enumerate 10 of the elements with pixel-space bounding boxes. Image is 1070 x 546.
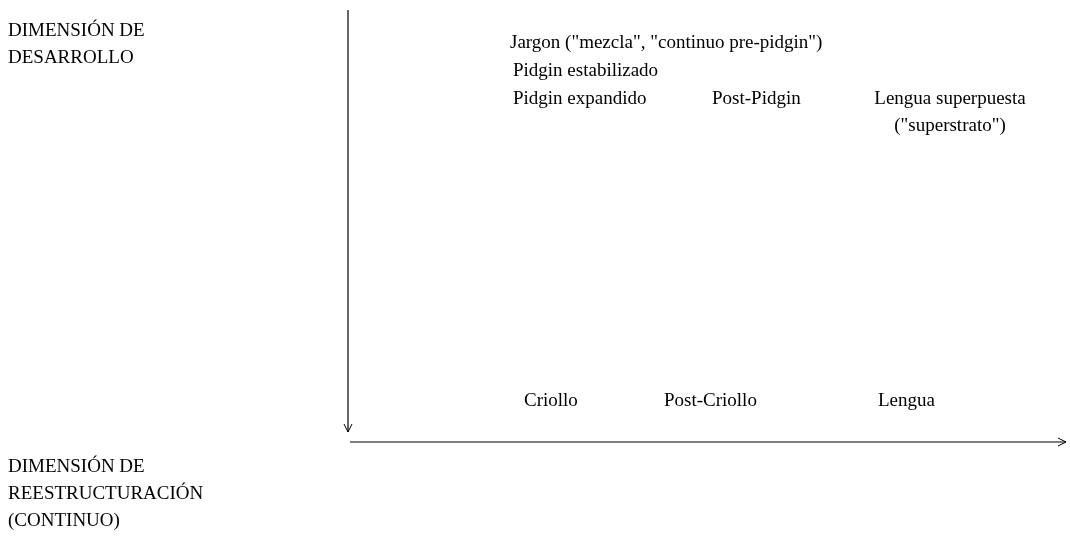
stage-label: Pidgin estabilizado <box>513 58 659 82</box>
stage-label: Lengua <box>878 388 935 412</box>
stage-label: Pidgin expandido <box>513 86 647 110</box>
stage-label: Lengua superpuesta ("superstrato") <box>873 86 1027 137</box>
stage-label: Criollo <box>524 388 578 412</box>
axis-title: DIMENSIÓN DE REESTRUCTURACIÓN (CONTINUO) <box>8 454 205 532</box>
stage-label: Post-Criollo <box>664 388 757 412</box>
stage-label: Post-Pidgin <box>712 86 801 110</box>
stage-label: Jargon ("mezcla", "continuo pre-pidgin") <box>510 30 823 54</box>
axis-title: DIMENSIÓN DE DESARROLLO <box>8 18 146 69</box>
